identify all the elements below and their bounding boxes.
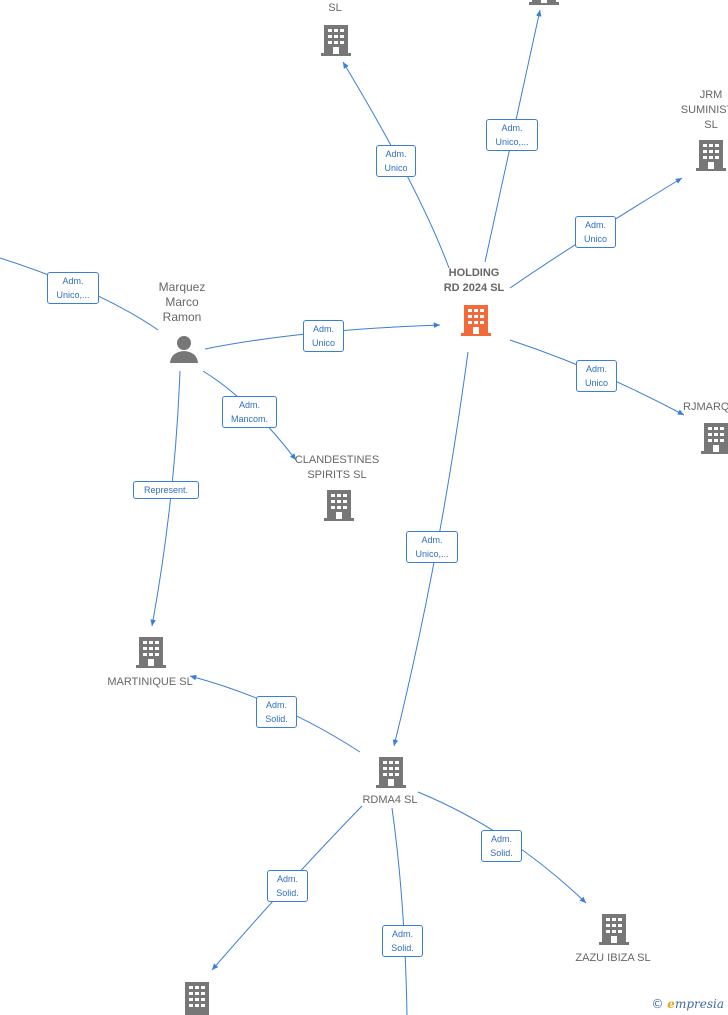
e6-line-1: Adm. xyxy=(585,364,607,374)
e10-line-2: Solid. xyxy=(265,714,288,724)
e1-line-2: Unico xyxy=(384,163,408,173)
e9-line-2: Unico,... xyxy=(415,549,449,559)
edge-label-rdma4-martinique[interactable]: Adm. Solid. xyxy=(256,696,297,728)
e13-line-2: Solid. xyxy=(391,943,414,953)
e11-line-1: Adm. xyxy=(490,834,512,844)
e13-line-1: Adm. xyxy=(391,929,413,939)
e8-line-1: Represent. xyxy=(143,485,189,495)
e6-line-2: Unico xyxy=(584,378,608,388)
marquez-line-3: Ramon xyxy=(162,310,202,324)
edge-label-rdma4-bottom[interactable]: Adm. Solid. xyxy=(382,925,423,957)
marquez-line-1: Marquez xyxy=(158,280,206,294)
e4-line-2: Unico,... xyxy=(56,290,90,300)
e12-line-2: Solid. xyxy=(276,888,299,898)
e2-line-2: Unico,... xyxy=(495,137,529,147)
node-label-marquez: Marquez Marco Ramon xyxy=(142,280,222,325)
edge-label-marquez-martinique[interactable]: Represent. xyxy=(133,481,199,499)
e1-line-1: Adm. xyxy=(385,149,407,159)
e11-line-2: Solid. xyxy=(490,848,513,858)
edge-label-holding-jrm[interactable]: Adm. Unico xyxy=(575,216,616,248)
empresia-watermark: © empresia xyxy=(651,997,724,1011)
building-icon-zazu[interactable] xyxy=(598,912,630,946)
edge-label-holding-top-sl[interactable]: Adm. Unico xyxy=(376,145,416,177)
jrm-line-1: JRM xyxy=(699,89,723,101)
clandestines-line-2: SPIRITS SL xyxy=(307,469,367,481)
e3-line-2: Unico xyxy=(583,234,607,244)
node-label-zazu: ZAZU IBIZA SL xyxy=(575,952,651,964)
node-label-clandestines: CLANDESTINES SPIRITS SL xyxy=(287,453,387,483)
e7-line-1: Adm. xyxy=(238,400,260,410)
edge-label-left-marquez[interactable]: Adm. Unico,... xyxy=(47,272,99,304)
edge-marquez-martinique xyxy=(150,370,181,627)
building-icon-rjmarq[interactable] xyxy=(700,421,728,455)
holding-line-1: HOLDING xyxy=(448,267,500,279)
edge-label-holding-rjmarq[interactable]: Adm. Unico xyxy=(576,360,617,392)
person-icon-marquez[interactable] xyxy=(168,334,200,364)
e10-line-1: Adm. xyxy=(265,700,287,710)
e5-line-2: Unico xyxy=(311,338,335,348)
edge-label-marquez-holding[interactable]: Adm. Unico xyxy=(303,320,344,352)
node-label-rdma4: RDMA4 SL xyxy=(362,794,418,806)
building-icon-top-sl[interactable] xyxy=(320,23,352,57)
building-icon-bottom-left[interactable] xyxy=(181,980,213,1015)
clandestines-line-1: CLANDESTINES xyxy=(294,454,380,466)
node-label-top-sl: SL xyxy=(328,2,342,14)
e2-line-1: Adm. xyxy=(501,123,523,133)
building-icon-holding[interactable] xyxy=(460,303,492,337)
node-label-martinique: MARTINIQUE SL xyxy=(107,676,193,688)
edge-label-marquez-clandestines[interactable]: Adm. Mancom. xyxy=(222,396,277,428)
edge-label-holding-rdma4[interactable]: Adm. Unico,... xyxy=(406,531,458,563)
edge-holding-top-sl xyxy=(342,61,450,269)
building-icon-rdma4[interactable] xyxy=(375,755,407,789)
brand-rest: mpresia xyxy=(674,997,724,1011)
marquez-line-2: Marco xyxy=(165,295,199,309)
building-icon-martinique[interactable] xyxy=(135,635,167,669)
node-label-rjmarq: RJMARQ xyxy=(683,401,728,413)
e5-line-1: Adm. xyxy=(312,324,334,334)
building-icon-top-right[interactable] xyxy=(528,0,560,8)
e4-line-1: Adm. xyxy=(62,276,84,286)
edge-label-holding-top-right[interactable]: Adm. Unico,... xyxy=(486,119,538,151)
node-label-holding: HOLDING RD 2024 SL xyxy=(424,266,524,296)
jrm-line-3: SL xyxy=(704,119,718,131)
edge-rdma4-bottom xyxy=(391,807,408,1015)
e7-line-2: Mancom. xyxy=(230,414,268,424)
building-icon-clandestines[interactable] xyxy=(323,488,355,522)
e9-line-1: Adm. xyxy=(421,535,443,545)
e12-line-1: Adm. xyxy=(276,874,298,884)
edge-label-rdma4-zazu[interactable]: Adm. Solid. xyxy=(481,830,522,862)
holding-line-2: RD 2024 SL xyxy=(443,282,505,294)
brand-initial: e xyxy=(667,997,675,1011)
e3-line-1: Adm. xyxy=(584,220,606,230)
edge-label-rdma4-bottom-left[interactable]: Adm. Solid. xyxy=(267,870,308,902)
node-label-jrm: JRM SUMINISTR SL xyxy=(668,88,728,133)
building-icon-jrm[interactable] xyxy=(695,138,727,172)
jrm-line-2: SUMINISTR xyxy=(680,104,728,116)
copyright-icon: © xyxy=(651,997,664,1011)
